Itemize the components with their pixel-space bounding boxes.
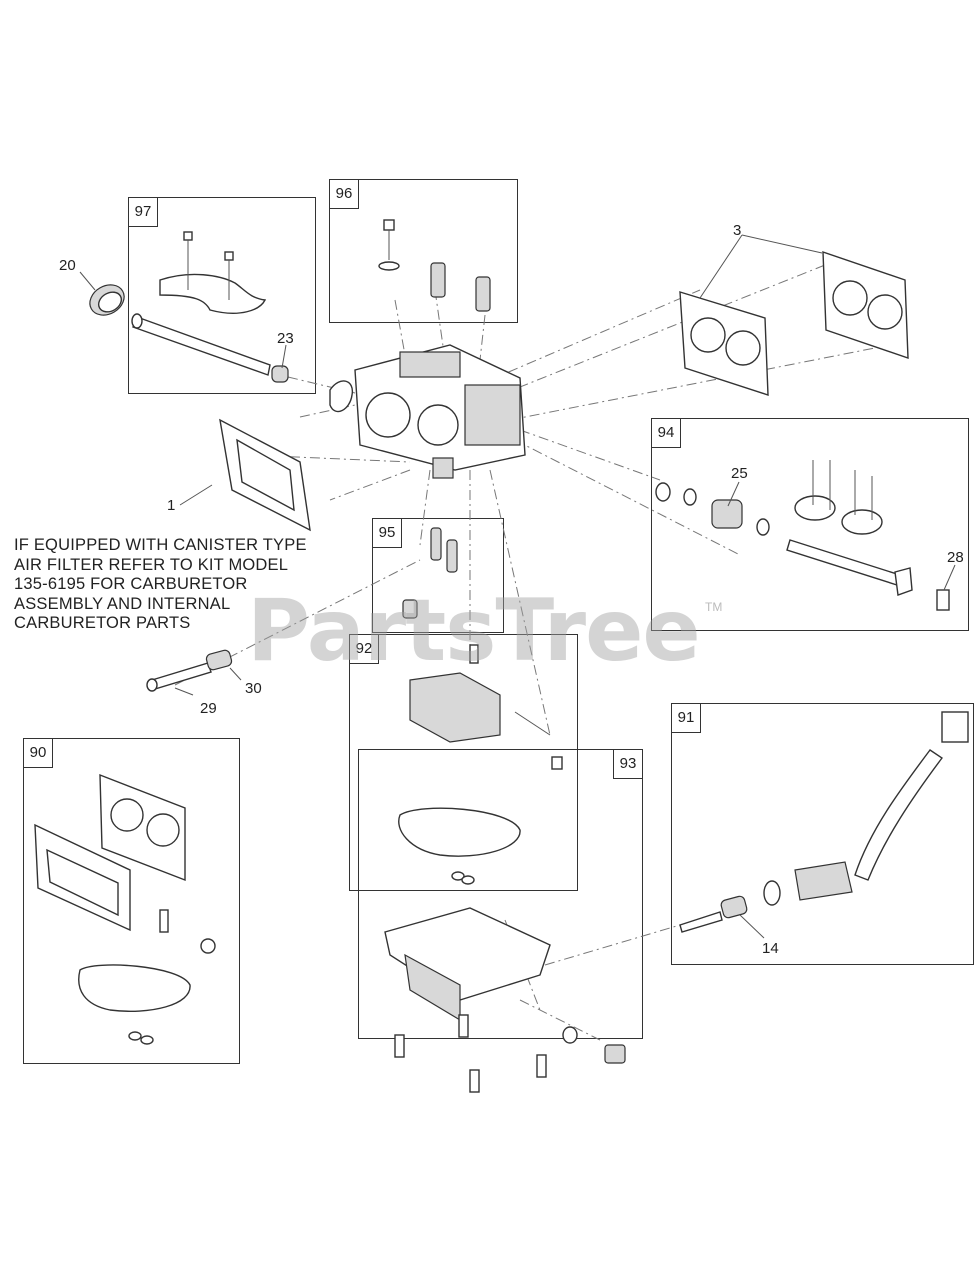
kit-96-parts: [378, 219, 491, 312]
callout-28[interactable]: 28: [947, 549, 964, 566]
kit-90-parts: [34, 773, 216, 1045]
kit-91-parts: [679, 711, 969, 933]
kit-97-box: 97: [128, 197, 316, 394]
kit-93-parts: [384, 807, 626, 1093]
callout-20[interactable]: 20: [59, 257, 76, 274]
trademark-symbol: TM: [705, 600, 723, 614]
kit-95-parts: [402, 527, 458, 619]
kit-93-box: 93: [358, 749, 643, 1039]
kit-91-label[interactable]: 91: [671, 703, 701, 733]
note-line: ASSEMBLY AND INTERNAL: [14, 594, 231, 613]
callout-3[interactable]: 3: [733, 222, 742, 239]
note-line: CARBURETOR PARTS: [14, 614, 191, 632]
kit-90-label[interactable]: 90: [23, 738, 53, 768]
kit-95-box: 95: [372, 518, 504, 633]
carburetor-body: [329, 344, 526, 479]
callout-23[interactable]: 23: [277, 330, 294, 347]
kit-92-parts: [409, 644, 563, 770]
note-line: 135-6195 FOR CARBURETOR: [14, 575, 248, 593]
callout-30[interactable]: 30: [245, 680, 262, 697]
part-29-30: [146, 649, 233, 692]
kit-96-box: 96: [329, 179, 518, 323]
kit-95-label[interactable]: 95: [372, 518, 402, 548]
kit-97-label[interactable]: 97: [128, 197, 158, 227]
kit-91-box: 91: [671, 703, 974, 965]
part-3-gaskets: [679, 251, 909, 396]
kit-93-label[interactable]: 93: [613, 749, 643, 779]
callout-1[interactable]: 1: [167, 497, 176, 514]
partstree-watermark: PartsTree: [247, 581, 701, 681]
kit-94-label[interactable]: 94: [651, 418, 681, 448]
kit-94-parts: [655, 460, 950, 611]
part-20-cap: [89, 284, 125, 316]
kit-97-parts: [131, 231, 289, 383]
leader-lines: [79, 234, 956, 939]
note-line: AIR FILTER REFER TO KIT MODEL: [14, 555, 289, 574]
callout-25[interactable]: 25: [731, 465, 748, 482]
callout-14[interactable]: 14: [762, 940, 779, 957]
kit-90-box: 90: [23, 738, 240, 1064]
callout-29[interactable]: 29: [200, 700, 217, 717]
kit-96-label[interactable]: 96: [329, 179, 359, 209]
kit-92-box: 92: [349, 634, 578, 891]
kit-note: IF EQUIPPED WITH CANISTER TYPE AIR FILTE…: [14, 536, 344, 634]
part-1-gasket: [219, 418, 311, 532]
note-line: IF EQUIPPED WITH CANISTER TYPE: [14, 536, 307, 554]
kit-94-box: 94: [651, 418, 969, 631]
kit-92-label[interactable]: 92: [349, 634, 379, 664]
